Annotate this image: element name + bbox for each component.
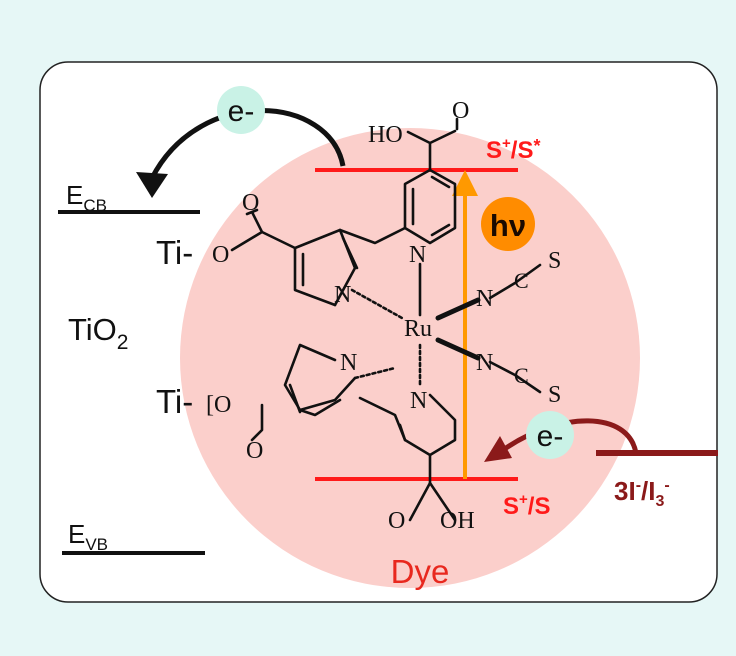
conduction-band-label: ECB [66,180,107,215]
nitrogen-ncs-top-label: N [476,286,493,312]
carboxyl-top-label: HO [368,122,403,148]
excited-state-label: S+/S* [486,135,540,164]
nitrogen-ncs-bottom-label: N [476,350,493,376]
regeneration-arrow-head [484,436,512,462]
oxygen-left-top-label: O [242,190,259,216]
semiconductor-label: TiO2 [68,312,128,354]
electrolyte-label: 3I-/I3- [614,476,670,510]
nitrogen-upper-left-label: N [334,282,351,308]
excitation-arrow-head [452,170,478,196]
molecule-atom-labels: HO O O O N N Ru N C S N N C S [O N O O O… [206,98,561,534]
sulfur-ncs-bottom-label: S [548,382,561,408]
valence-band-label: EVB [68,519,108,554]
carbon-ncs-top-label: C [514,268,529,293]
pyridine-ring-lower-left [283,343,357,412]
dye-label: Dye [391,553,450,590]
electron-bottom-label: e- [537,420,564,453]
nitrogen-lower-left-label: N [340,350,357,376]
regeneration-arrow [504,418,639,454]
electron-badge-bottom [526,411,574,459]
electron-badge-top [217,86,265,134]
photon-badge [481,197,535,251]
carboxyl-bottom-label: OH [440,508,475,534]
pyridine-ring-upper-left [293,226,407,307]
ground-state-label: S+/S [503,491,550,520]
sulfur-ncs-top-label: S [548,248,561,274]
pyridine-ring-upper-right [403,168,457,245]
oxygen-bottom-label: O [388,508,405,534]
electron-top-label: e- [228,95,255,128]
nitrogen-upper-right-label: N [409,242,426,268]
oxygen-top-label: O [452,98,469,124]
nitrogen-lower-right-label: N [410,388,427,414]
photon-label: hν [490,208,526,243]
injection-arrow-head [136,172,168,198]
anchor-bracket-label: [O [206,392,231,418]
carbon-ncs-bottom-label: C [514,363,529,388]
ruthenium-label: Ru [404,316,432,342]
anchor-bottom-label: Ti- [156,383,193,420]
anchor-top-label: Ti- [156,234,193,271]
ruthenium-dye-structure [230,117,542,522]
oxygen-lower-left-label: O [246,438,263,464]
oxygen-anchor-top-label: O [212,242,229,268]
